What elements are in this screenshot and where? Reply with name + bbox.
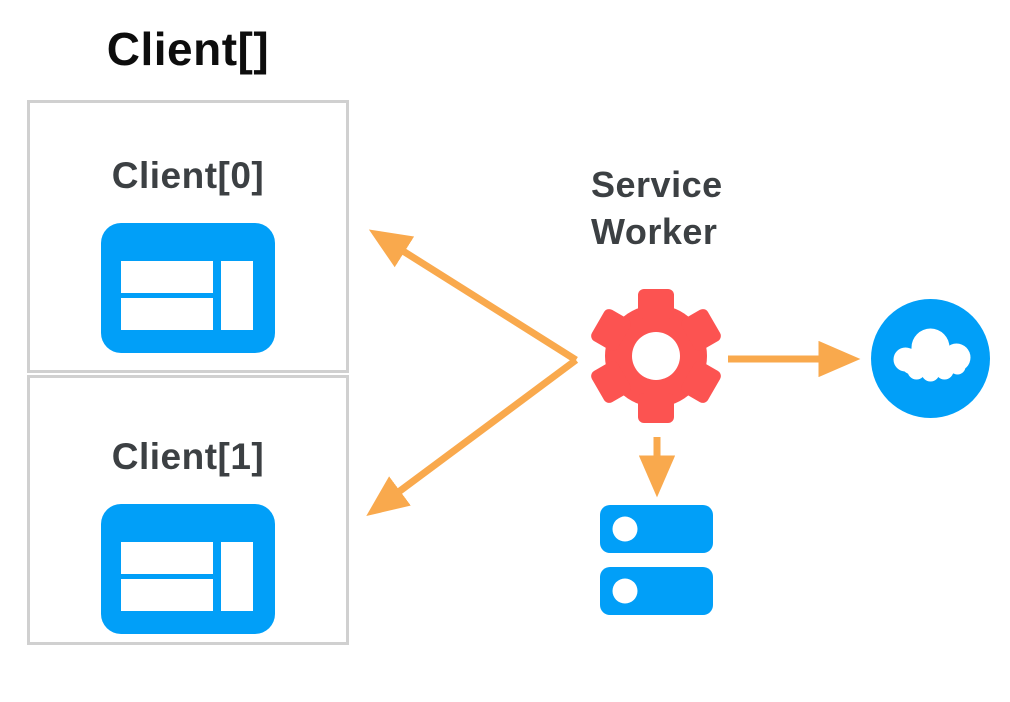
arrow-to-client-1 — [366, 357, 579, 517]
browser-window-icon — [101, 504, 275, 634]
clients-array-title: Client[] — [106, 23, 270, 75]
cloud-icon — [871, 299, 990, 418]
browser-window-icon — [101, 223, 275, 353]
gear-icon — [591, 289, 721, 423]
server-stack-icon — [600, 505, 713, 615]
service-worker-label: Service Worker — [591, 164, 723, 252]
client-1-panel: Client[1] — [27, 375, 349, 645]
client-0-label: Client[0] — [111, 155, 265, 196]
arrow-to-client-0 — [368, 229, 578, 363]
client-1-label: Client[1] — [111, 436, 265, 477]
client-0-panel: Client[0] — [27, 100, 349, 373]
